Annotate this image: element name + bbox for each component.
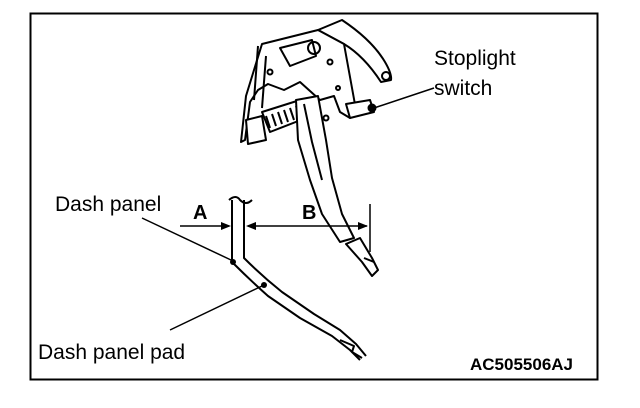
label-dash-panel-pad: Dash panel pad xyxy=(38,341,185,364)
label-dimension-a: A xyxy=(193,202,207,224)
label-stoplight-switch-line2: switch xyxy=(434,77,492,100)
figure-code: AC505506AJ xyxy=(470,355,573,374)
dimension-lines xyxy=(180,204,371,252)
dimension-arrowheads xyxy=(221,222,368,230)
pedal-pad xyxy=(345,237,379,277)
leader-lines xyxy=(141,87,435,331)
label-dash-panel: Dash panel xyxy=(55,193,161,216)
dash-panel-point xyxy=(230,259,236,265)
figure-border xyxy=(29,12,599,381)
label-dimension-b: B xyxy=(302,202,316,224)
dash-panel-pad-point xyxy=(261,282,267,288)
label-stoplight-switch-line1: Stoplight xyxy=(434,47,516,70)
pedal-bracket xyxy=(240,19,393,145)
pedal-arm xyxy=(295,95,355,243)
